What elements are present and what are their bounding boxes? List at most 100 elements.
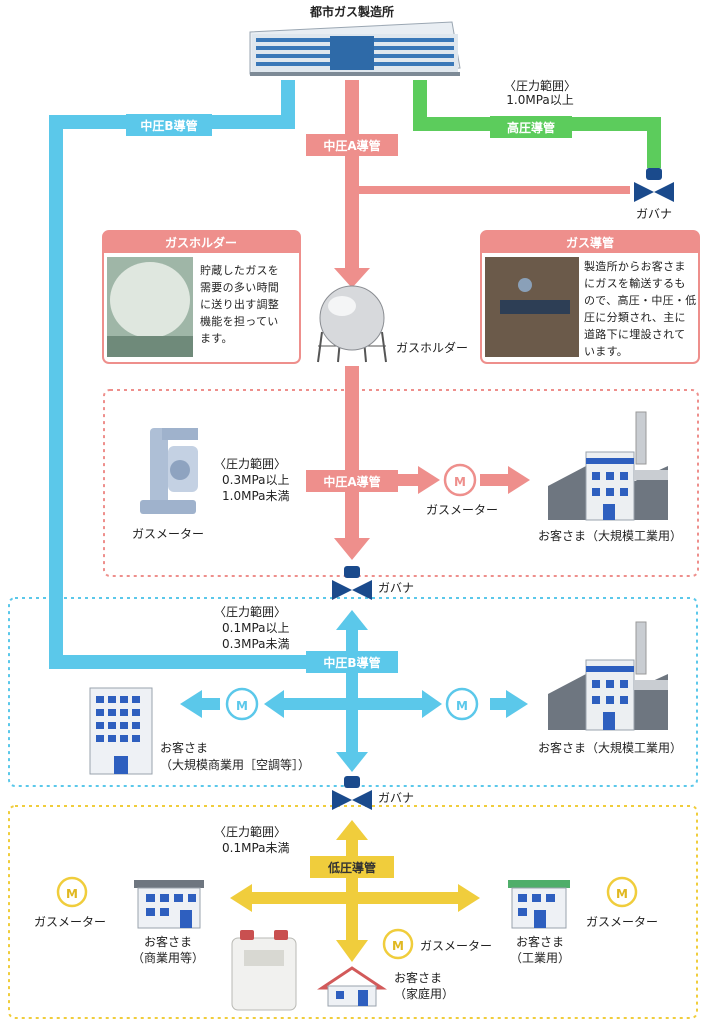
medium-b-zone [8,597,698,787]
commercial-large-label-1: お客さま [160,740,208,755]
gas-holder-icon [317,285,387,363]
arrow-to-governor [334,538,370,560]
gas-holder-box-title: ガスホルダー [165,235,237,250]
gas-pipe-desc-line: ので、高圧・中圧・低 [584,294,697,307]
arrow-to-holder [334,268,370,288]
arrow-right-medium-b [506,690,528,718]
medium-a-pressure-min: 0.3MPa以上 [222,473,290,487]
medium-a-label: 中圧A導管 [323,138,380,153]
gas-meter-industrial-label: ガスメーター [132,527,204,541]
low-label: 低圧導管 [327,860,376,875]
high-label: 高圧導管 [507,120,555,135]
governor-high-icon [634,168,674,202]
meter-b-right-symbol: M [456,699,468,713]
meter-b-right-icon [445,687,479,721]
commercial-label-2: （商業用等） [132,950,204,965]
small-industrial-icon [508,880,570,929]
medium-b-pressure-max: 0.3MPa未満 [222,637,290,651]
factory-b-icon [548,621,668,731]
medium-b-label: 中圧B導管 [140,118,197,133]
arrow-left-inner [264,690,284,718]
gas-holder-info-box: ガスホルダー [102,230,301,364]
arrow-down-medium-b [336,752,368,772]
gas-pipe-desc-line: 道路下に埋設されて [584,328,686,341]
gas-holder-desc-line: 需要の多い時間 [200,281,280,294]
arrow-to-factory [508,466,530,494]
meter-b-left-symbol: M [236,699,248,713]
meter-a-symbol: M [454,475,466,489]
arrow-up-medium-b [336,610,368,630]
high-label-bg [490,116,572,138]
industrial-label-1: お客さま [516,934,564,949]
medium-b-pressure-heading: 〈圧力範囲〉 [214,604,286,619]
household-label-1: お客さま [394,970,442,985]
low-pressure-zone [8,805,698,1019]
governor-b-low-icon [332,776,372,810]
medium-a-zone [103,389,699,577]
house-icon [317,966,387,1007]
gas-holder-desc-line: 機能を担ってい [200,315,279,328]
governor-a-b-icon [332,566,372,600]
low-pressure-range: 0.1MPa未満 [222,841,290,855]
household-label-2: （家庭用） [394,986,454,1001]
meter-household-label: ガスメーター [420,939,492,953]
high-pressure-heading: 〈圧力範囲〉 [504,78,576,93]
gas-pipe-box-title: ガス導管 [566,235,614,250]
medium-b-pressure-min: 0.1MPa以上 [222,621,290,635]
gas-holder-description: 貯蔵したガスを 需要の多い時間 に送り出す調整 機能を担ってい ます。 [200,262,279,347]
medium-b-label2-bg [306,651,398,673]
gas-pipe-desc-line: 圧に分類され、主に [584,311,686,324]
arrow-left-low [230,884,252,912]
meter-a-label: ガスメーター [426,503,498,517]
meter-industrial-symbol: M [616,887,628,901]
medium-a-pressure-heading: 〈圧力範囲〉 [214,456,286,471]
arrow-left-medium-b [180,690,202,718]
gas-pipe-desc-line: います。 [584,345,629,358]
medium-a-label2-bg [306,470,398,492]
high-pressure-range: 1.0MPa以上 [506,93,574,107]
commercial-large-label-2: （大規模商業用［空調等］） [160,757,310,772]
arrow-right-inner [422,690,442,718]
governor-a-b-label: ガバナ [378,581,414,595]
medium-b-label-2: 中圧B導管 [323,655,380,670]
commercial-store-icon [134,880,204,929]
plant-label: 都市ガス製造所 [309,4,394,19]
medium-b-trunk-pipe [49,80,352,669]
gas-pipe-desc-line: にガスを輸送するも [584,277,686,290]
gas-holder-desc-line: 貯蔵したガスを [200,264,280,277]
arrow-right-low [458,884,480,912]
meter-b-left-icon [225,687,259,721]
medium-a-pressure-max: 1.0MPa未満 [222,489,290,503]
medium-a-label-bg [306,134,398,156]
large-industrial-b-label: お客さま（大規模工業用） [538,740,682,755]
arrow-down-low [336,940,368,962]
low-label-bg [310,856,394,878]
gas-pipe-description: 製造所からお客さま にガスを輸送するも ので、高圧・中圧・低 圧に分類され、主に… [584,258,697,360]
medium-b-label-bg [126,114,212,136]
meter-household-icon [382,928,414,960]
gas-holder-label: ガスホルダー [396,340,468,355]
gas-pipe-desc-line: 製造所からお客さま [584,260,686,273]
arrow-to-meter [418,466,440,494]
gas-plant-icon [249,21,461,76]
arrow-up-low [336,820,368,840]
meter-commercial-icon [56,876,88,908]
meter-industrial-label: ガスメーター [586,915,658,929]
office-building-icon [89,687,153,775]
medium-a-label-2: 中圧A導管 [323,474,380,489]
meter-a-icon [443,463,477,497]
household-gas-meter-icon [231,930,297,1011]
factory-a-icon [548,411,668,521]
meter-household-symbol: M [392,939,404,953]
meter-commercial-label: ガスメーター [34,915,106,929]
gas-meter-industrial-icon [140,428,198,514]
meter-commercial-symbol: M [66,887,78,901]
governor-b-low-label: ガバナ [378,791,414,805]
gas-holder-desc-line: に送り出す調整 [200,298,280,311]
low-pressure-heading: 〈圧力範囲〉 [214,824,286,839]
industrial-label-2: （工業用） [510,951,570,965]
commercial-label-1: お客さま [144,934,192,949]
gas-holder-desc-line: ます。 [200,332,233,345]
gas-pipe-info-box: ガス導管 [480,230,700,364]
